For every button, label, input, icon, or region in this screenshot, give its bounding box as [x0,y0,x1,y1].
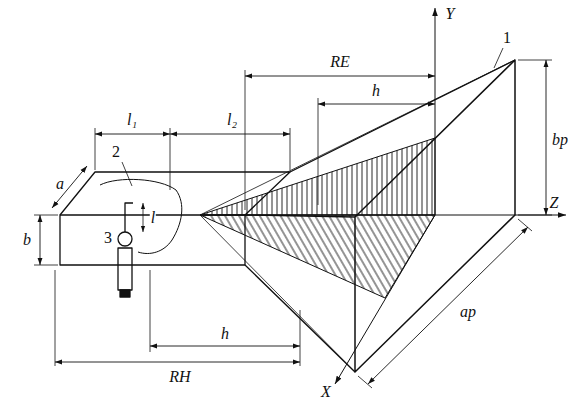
dimension-label: RH [168,369,191,385]
dim-b [40,215,41,265]
x-axis [335,215,435,384]
dim-ap [368,227,528,384]
ext-l [95,128,290,190]
axis-label: Y [445,6,456,22]
ext-bp [518,60,552,215]
probe [125,203,133,232]
dim-l1 [95,134,170,135]
dimension-label: l₂ [226,112,238,128]
dim-l2 [170,134,290,135]
callout-number: 1 [502,30,512,46]
dim-a [52,166,87,208]
leader-2 [122,162,132,186]
coax-end [120,290,130,297]
horn-edges [245,60,515,372]
dimension-label: l₁ [126,112,138,128]
ext-b [34,215,58,265]
dimension-label: b [22,232,32,248]
dim-bp [546,60,547,215]
apex-lines [200,60,515,372]
cutaway-outline [100,179,182,253]
dim-re [245,76,435,77]
ext-re [245,70,318,210]
dimension-label: bp [551,132,569,148]
dimension-label: RE [329,54,351,70]
dim-h-top [318,104,435,105]
dim-l [143,203,144,232]
coax-flange [118,232,132,246]
dimension-label: h [220,326,230,342]
h-plane-section [200,215,435,298]
axis-label: Z [549,195,560,211]
dim-rh [55,362,300,363]
z-axis [200,215,566,216]
dimension-label: a [55,176,65,192]
dimension-label: h [371,83,381,99]
dim-h-bottom [150,346,300,347]
coax-connector [118,248,132,290]
leader-1 [494,48,503,68]
callout-number: 3 [103,230,113,246]
axis-label: X [320,384,332,400]
waveguide-top [60,172,290,215]
callout-number: 2 [111,144,121,160]
ext-ap [358,219,532,388]
dimension-label: ap [459,304,477,320]
dimension-label: l [150,210,156,226]
e-plane-section [200,138,435,215]
ext-rh [55,270,300,366]
y-axis [435,8,436,215]
